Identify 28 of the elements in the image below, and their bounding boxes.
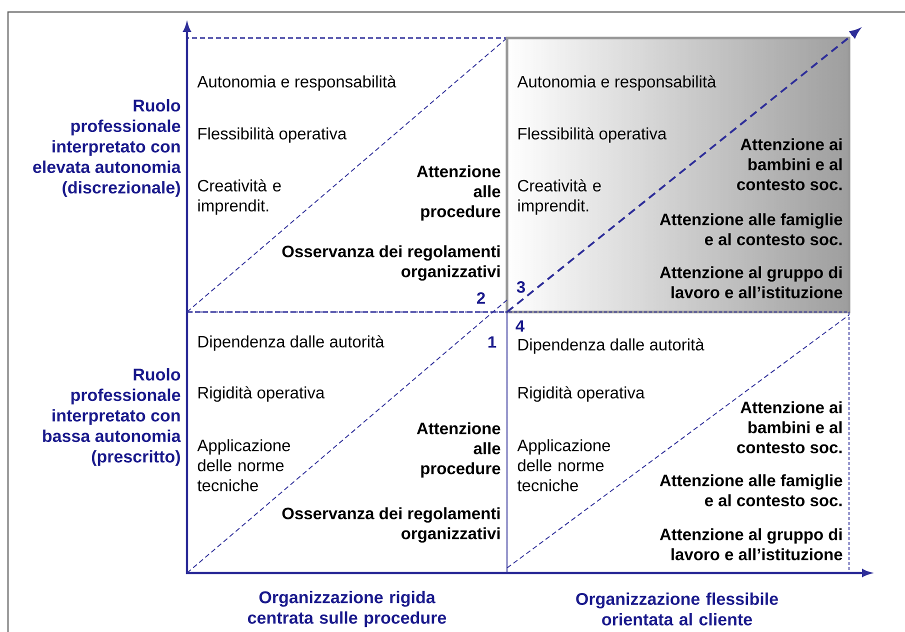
quadrant-text: Dipendenza dalle autorità xyxy=(518,338,704,354)
quadrant-number: 2 xyxy=(476,292,485,304)
quadrant-number: 4 xyxy=(516,320,524,332)
quadrant-text: Dipendenza dalle autorità xyxy=(198,335,384,351)
focus-text: Attenzione ai bambini e al contesto soc. xyxy=(737,401,842,454)
focus-text: Attenzione alle famiglie e al contesto soc. xyxy=(660,213,842,246)
quadrant-text: Autonomia e responsabilità xyxy=(517,75,716,91)
quadrant-text: Autonomia e responsabilità xyxy=(197,75,396,91)
quadrant-number: 3 xyxy=(516,281,525,293)
quadrant-text: Rigidità operativa xyxy=(518,386,645,402)
quadrant-text: Creatività e imprendit. xyxy=(518,179,601,215)
focus-text: Osservanza dei regolamenti organizzativi xyxy=(282,507,500,543)
axis-label: Organizzazione rigida centrata sulle procedure xyxy=(248,590,446,628)
focus-text: Attenzione al gruppo di lavoro e all’istituzione xyxy=(660,266,842,298)
focus-text: Attenzione alle procedure xyxy=(416,165,500,221)
quadrant-text: Creatività e imprendit. xyxy=(198,179,281,215)
quadrant-text: Rigidità operativa xyxy=(198,386,325,402)
focus-text: Attenzione al gruppo di lavoro e all’istituzione xyxy=(660,528,842,560)
focus-text: Attenzione alle famiglie e al contesto soc. xyxy=(660,474,842,506)
quadrant-number: 1 xyxy=(488,336,496,348)
quadrant-text: Applicazione delle norme tecniche xyxy=(197,439,290,492)
quadrant-text: Flessibilità operativa xyxy=(518,127,667,143)
axis-label: Organizzazione flessibile orientata al cliente xyxy=(576,592,778,626)
quadrant-text: Flessibilità operativa xyxy=(198,127,347,143)
focus-text: Osservanza dei regolamenti organizzativi xyxy=(282,245,500,281)
focus-text: Attenzione alle procedure xyxy=(416,422,500,478)
quadrant-text: Applicazione delle norme tecniche xyxy=(517,439,610,492)
focus-text: Attenzione ai bambini e al contesto soc. xyxy=(737,138,842,190)
